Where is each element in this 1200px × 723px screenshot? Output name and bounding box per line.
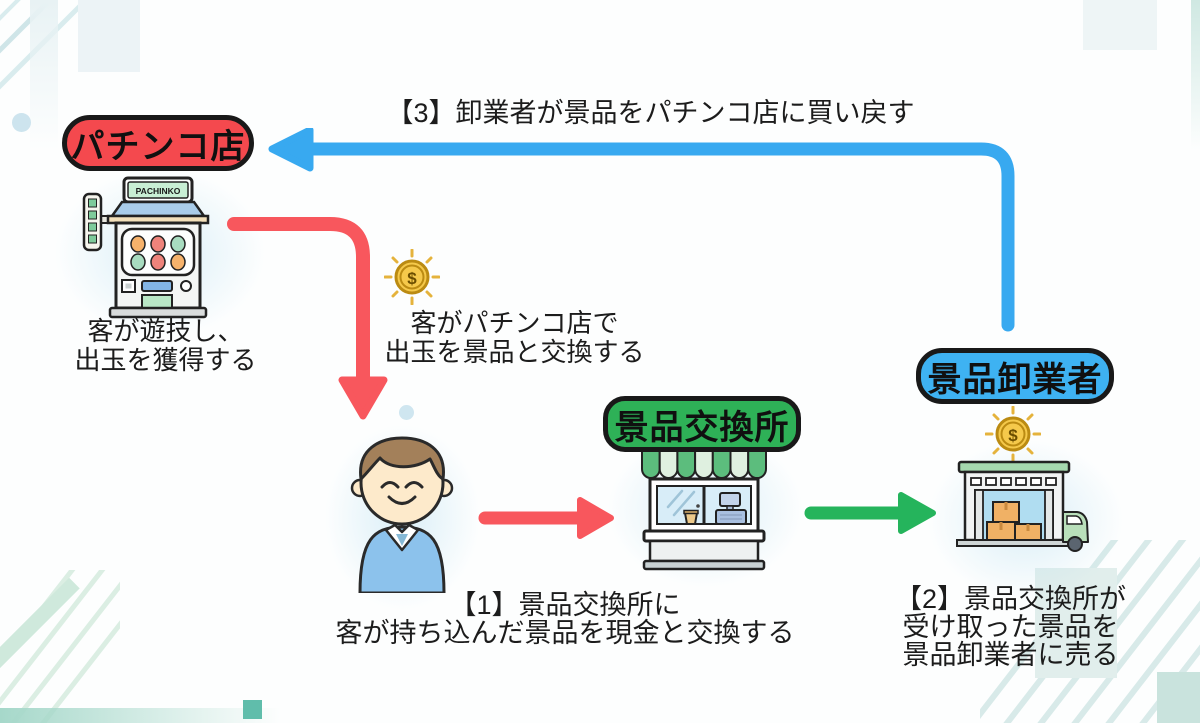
bg-square-bottom [243,700,262,719]
machine-base [108,306,208,319]
bg-band-left-thin [30,0,58,150]
step2-line2: 受け取った景品を [902,612,1119,642]
bg-block-bottom-right [1035,568,1117,678]
play-caption-line2: 出玉を獲得する [74,345,257,375]
delivery-truck [1062,511,1089,552]
play-caption-line1: 客が遊技し、 [87,316,244,346]
arrow-exchange-to-wholesaler [804,492,936,534]
play-caption: 客が遊技し、 出玉を獲得する [38,317,293,375]
step2-caption: 【2】景品交換所が 受け取った景品を 景品卸業者に売る [878,585,1143,669]
coin-symbol: $ [1008,426,1018,445]
bg-band-top-right [1083,0,1157,50]
machine-roof [109,200,207,218]
customer-icon [350,436,454,593]
arrow-wholesaler-to-pachinko [268,128,1015,332]
booth-counter [642,529,766,543]
step2-line3: 景品卸業者に売る [902,640,1119,670]
pachinko-machine-icon: PACHINKO [82,176,210,319]
pachinko-badge-label: パチンコ店 [70,127,246,166]
swap-caption-line1: 客がパチンコ店で [410,308,619,338]
customer-hair [359,436,445,481]
bg-stripes-bottom-right [980,540,1200,723]
booth-register [715,492,747,525]
bg-dot-center [399,405,414,420]
warehouse-roof [957,460,1071,474]
arrow-customer-to-exchange [478,497,614,539]
exchange-booth-icon [641,450,767,571]
warehouse-base [956,539,1074,547]
wholesaler-badge: 景品卸業者 [916,348,1114,404]
step1-line2: 客が持ち込んだ景品を現金と交換する [335,618,795,648]
swap-caption-line2: 出玉を景品と交換する [384,337,645,367]
machine-sign-text: PACHINKO [136,186,181,196]
wholesaler-badge-label: 景品卸業者 [927,360,1103,399]
step2-line1: 【2】景品交換所が [894,584,1127,614]
exchange-badge: 景品交換所 [603,396,801,452]
pachinko-badge: パチンコ店 [62,115,254,171]
coin-icon-exchange: $ [384,249,440,305]
bg-corner-bottom-right [1157,672,1200,723]
arrow-pachinko-to-customer [227,217,388,420]
bg-sliver-right [1191,0,1200,150]
customer-tie [396,534,408,546]
step1-caption: 【1】景品交換所に 客が持ち込んだ景品を現金と交換する [335,591,795,647]
swap-caption: 客がパチンコ店で 出玉を景品と交換する [372,309,657,367]
bg-dot-left [12,113,31,132]
step1-line1: 【1】景品交換所に [449,590,681,620]
customer-body [358,525,446,593]
step3-text: 【3】卸業者が景品をパチンコ店に買い戻す [386,98,915,128]
booth-base [642,559,766,571]
bg-strip-bottom [0,708,280,723]
exchange-badge-label: 景品交換所 [614,408,790,447]
step3-label: 【3】卸業者が景品をパチンコ店に買い戻す [378,99,923,127]
coin-symbol: $ [407,269,417,288]
booth-awning [641,450,767,480]
coin-icon-wholesaler: $ [985,406,1041,462]
booth-cup [684,512,698,525]
wholesaler-warehouse-icon [956,460,1089,552]
bg-band-left [78,0,140,72]
